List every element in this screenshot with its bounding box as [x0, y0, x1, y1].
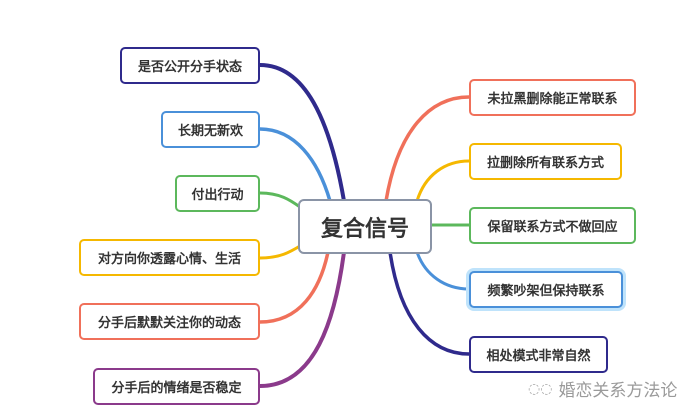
- topic-keeps-contact-no-reply[interactable]: 保留联系方式不做回应: [469, 207, 636, 244]
- link-left-1: [259, 63, 346, 202]
- link-right-4: [415, 251, 470, 291]
- link-left-6: [259, 251, 346, 388]
- topic-natural-interaction[interactable]: 相处模式非常自然: [469, 336, 608, 373]
- link-right-5: [388, 251, 470, 356]
- link-left-3: [259, 191, 301, 209]
- topic-no-new-partner[interactable]: 长期无新欢: [161, 111, 260, 148]
- topic-public-breakup-status[interactable]: 是否公开分手状态: [120, 47, 260, 84]
- topic-take-action[interactable]: 付出行动: [175, 175, 260, 212]
- topic-shares-feelings[interactable]: 对方向你透露心情、生活: [79, 239, 260, 276]
- topic-not-blocked[interactable]: 未拉黑删除能正常联系: [469, 79, 636, 116]
- link-left-4: [259, 244, 301, 260]
- topic-follows-updates[interactable]: 分手后默默关注你的动态: [79, 303, 260, 340]
- link-left-2: [259, 127, 332, 202]
- watermark-text: 婚恋关系方法论: [558, 381, 678, 401]
- topic-deleted-contacts[interactable]: 拉删除所有联系方式: [469, 143, 622, 180]
- link-right-2: [415, 159, 470, 202]
- topic-frequent-arguments[interactable]: 频繁吵架但保持联系: [469, 271, 623, 308]
- link-right-1: [384, 95, 470, 202]
- wechat-icon: ◌◌: [528, 380, 553, 397]
- central-topic[interactable]: 复合信号: [298, 199, 432, 254]
- watermark: ◌◌ 婚恋关系方法论: [528, 376, 678, 402]
- topic-emotional-stability[interactable]: 分手后的情绪是否稳定: [93, 368, 260, 405]
- link-left-5: [259, 251, 330, 324]
